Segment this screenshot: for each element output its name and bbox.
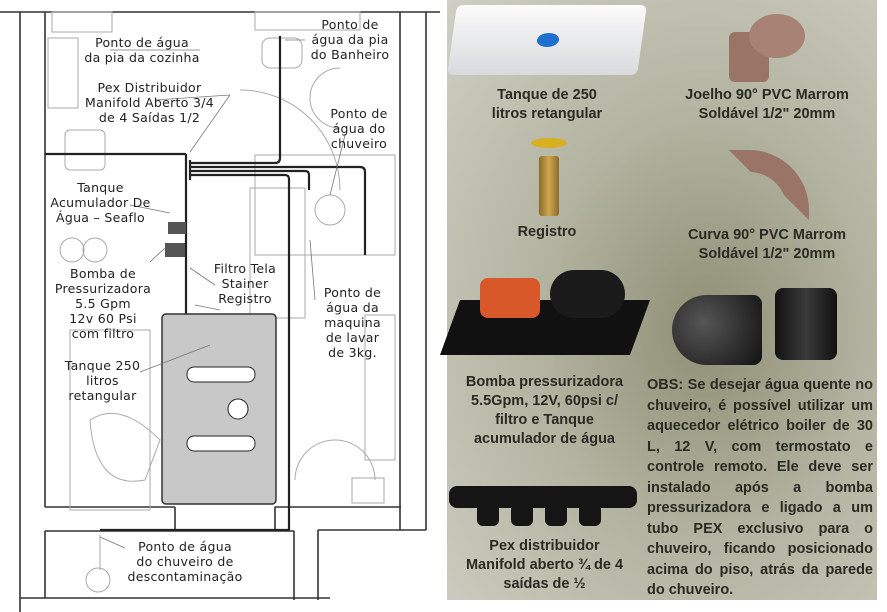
- label-washing-machine: Ponto de água da maquina de lavar de 3kg…: [323, 285, 382, 360]
- label-decon-shower: Ponto de água do chuveiro de descontamin…: [127, 539, 243, 584]
- tank-250l-shape: [161, 313, 277, 505]
- caption-curve: Curva 90° PVC Marrom Soldável 1/2" 20mm: [687, 227, 847, 262]
- label-pump: Bomba de Pressurizadora 5.5 Gpm 12v 60 P…: [54, 266, 152, 341]
- label-bathroom-sink: Ponto de água da pia do Banheiro: [310, 17, 390, 62]
- pump-image: [439, 260, 651, 360]
- caption-tank: Tanque de 250 litros retangular: [491, 87, 603, 122]
- tank-image: [447, 5, 647, 75]
- caption-manifold: Pex distribuidor Manifold aberto ¾ de 4 …: [465, 538, 624, 592]
- obs-note: OBS: Se desejar água quente no chuveiro,…: [647, 377, 873, 598]
- label-filter-valve: Filtro Tela Stainer Registro: [213, 261, 277, 306]
- caption-valve: Registro: [517, 224, 577, 240]
- plumbing-floor-plan: Ponto de água da pia da cozinha Pex Dist…: [0, 0, 440, 612]
- manifold-image: [449, 486, 637, 530]
- label-kitchen-sink: Ponto de água da pia da cozinha: [84, 35, 200, 65]
- label-tank-250: Tanque 250 litros retangular: [64, 358, 141, 403]
- valve-image: [527, 138, 571, 220]
- caption-pump: Bomba pressurizadora 5.5Gpm, 12V, 60psi …: [465, 374, 624, 447]
- parts-catalog: Tanque de 250 litros retangular Joelho 9…: [439, 0, 877, 600]
- label-shower: Ponto de água do chuveiro: [330, 106, 388, 151]
- label-manifold: Pex Distribuidor Manifold Aberto 3/4 de …: [85, 80, 214, 125]
- boiler-side-image: [775, 288, 837, 360]
- tank-cap-icon: [536, 33, 560, 47]
- boiler-image: [672, 295, 762, 365]
- curve-90-image: [729, 150, 809, 220]
- elbow-90-image: [729, 12, 807, 82]
- caption-elbow: Joelho 90° PVC Marrom Soldável 1/2" 20mm: [685, 87, 849, 122]
- label-accumulator-tank: Tanque Acumulador De Água – Seaflo: [50, 180, 151, 225]
- floor-plan-drawing: [0, 11, 440, 612]
